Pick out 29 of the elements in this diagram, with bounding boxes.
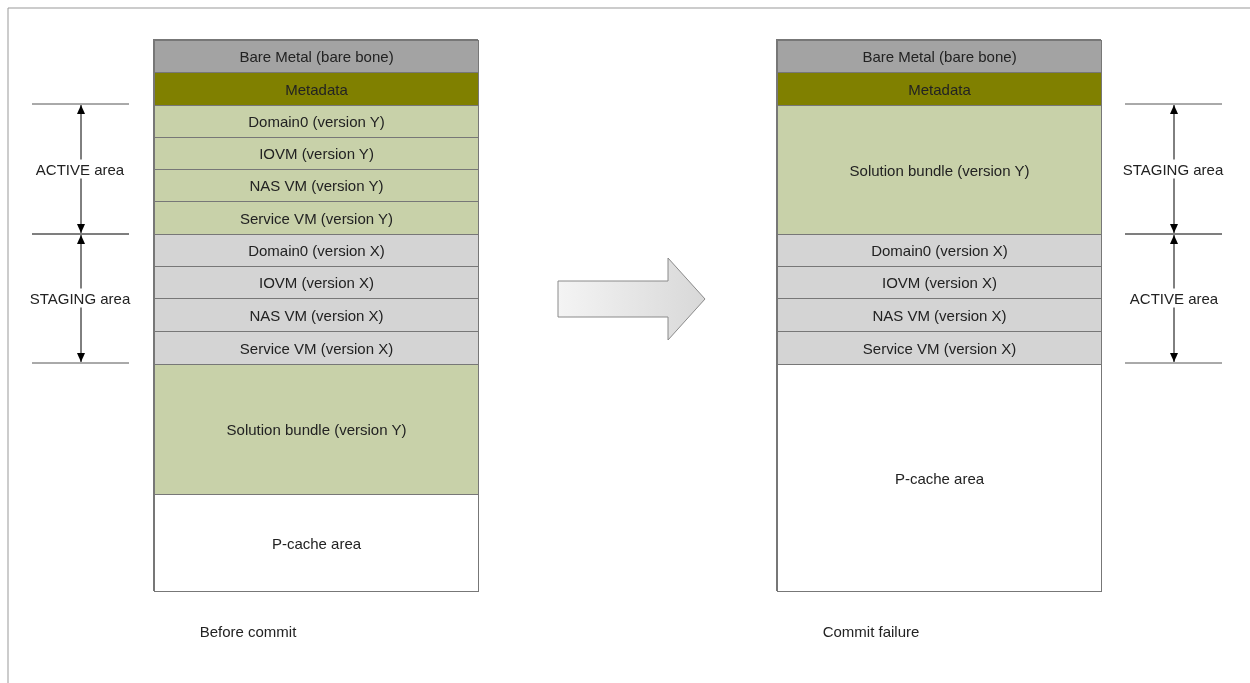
stack-caption: Before commit [199,623,297,640]
memory-region-box: Bare Metal (bare bone) [777,40,1102,73]
dimension-label: ACTIVE area [35,159,125,179]
memory-region-box: Metadata [154,72,479,106]
memory-region-box: Domain0 (version X) [154,234,479,267]
memory-region-box: Solution bundle (version Y) [154,364,479,495]
dimension-label: STAGING area [29,288,131,308]
memory-stack [776,39,1101,591]
memory-stack [153,39,478,591]
memory-region-box: NAS VM (version X) [154,298,479,332]
stack-caption: Commit failure [822,623,920,640]
dimension-label: STAGING area [1122,159,1224,179]
memory-region-box: NAS VM (version X) [777,298,1102,332]
memory-region-box: Solution bundle (version Y) [777,105,1102,235]
memory-region-box: Domain0 (version Y) [154,105,479,138]
memory-region-box: P-cache area [777,364,1102,592]
memory-region-box: NAS VM (version Y) [154,169,479,202]
block-arrow [557,257,706,341]
memory-region-box: Domain0 (version X) [777,234,1102,267]
memory-region-box: Service VM (version Y) [154,201,479,235]
memory-region-box: IOVM (version X) [154,266,479,299]
memory-region-box: P-cache area [154,494,479,592]
memory-region-box: IOVM (version X) [777,266,1102,299]
memory-region-box: IOVM (version Y) [154,137,479,170]
dimension-label: ACTIVE area [1129,288,1219,308]
memory-region-box: Bare Metal (bare bone) [154,40,479,73]
memory-region-box: Service VM (version X) [777,331,1102,365]
memory-region-box: Metadata [777,72,1102,106]
memory-region-box: Service VM (version X) [154,331,479,365]
